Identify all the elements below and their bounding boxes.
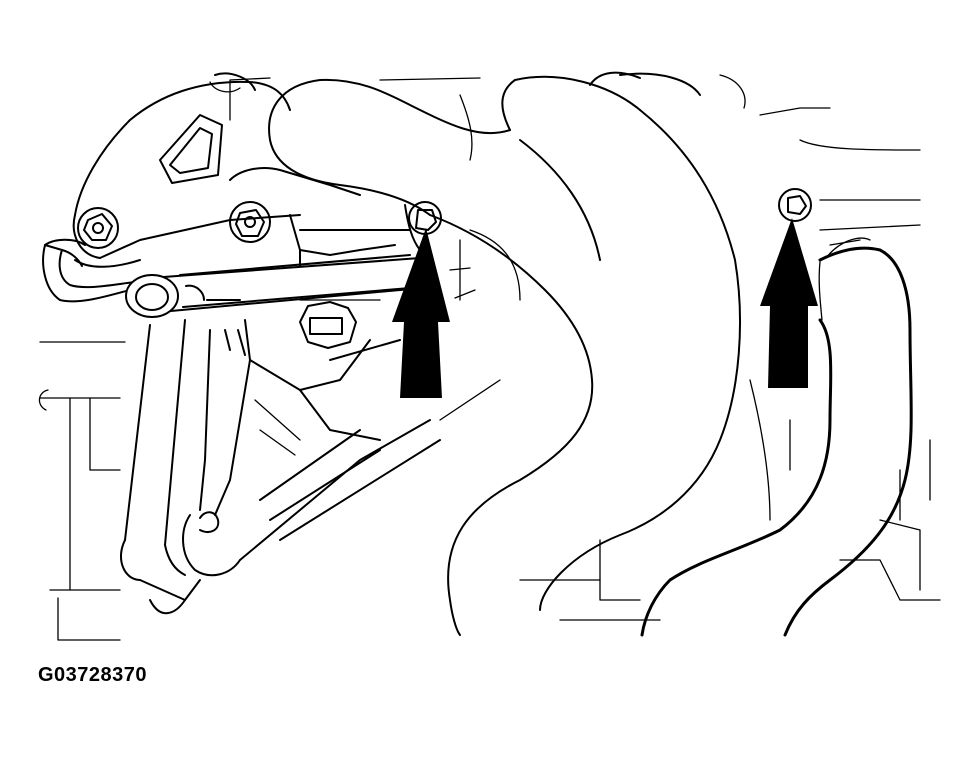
bolt-center-icon: [229, 201, 271, 243]
support-strut: [120, 319, 201, 615]
figure-id-label: G03728370: [38, 664, 148, 686]
radiator-hose: [268, 71, 741, 636]
mounting-bracket: [72, 72, 441, 577]
bolt-arrow-right-icon: [778, 188, 812, 222]
arrow-up-right-icon: [760, 218, 818, 388]
bolt-heads: [77, 188, 812, 349]
engine-block-outline: [38, 74, 941, 641]
coolant-pipe: [125, 254, 423, 318]
pointer-arrows: [392, 218, 818, 398]
square-drain-plug-icon: [299, 301, 357, 349]
bolt-left-icon: [77, 207, 119, 249]
thermostat-hose: [640, 237, 913, 637]
arrow-up-left-icon: [392, 228, 450, 398]
